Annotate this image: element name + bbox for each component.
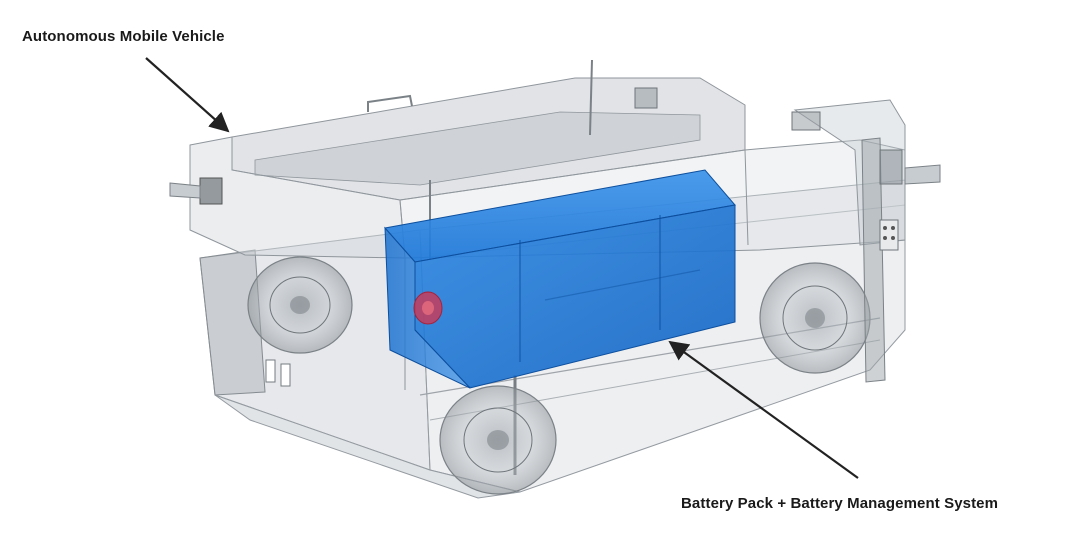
battery-pack [384,169,736,389]
wheel-front-right [439,385,557,495]
battery-callout-arrow [668,340,859,479]
vehicle-label: Autonomous Mobile Vehicle [22,28,225,45]
wheel-front-left [247,256,353,354]
front-sensor [169,177,223,205]
wheel-rear-right [759,262,871,374]
battery-label: Battery Pack + Battery Management System [681,495,999,512]
rear-sensor [904,164,941,185]
vehicle-callout-arrow [145,57,230,133]
